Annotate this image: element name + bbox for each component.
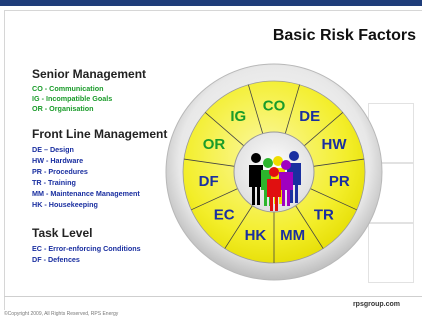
slide-title: Basic Risk Factors bbox=[272, 27, 416, 44]
side-panel bbox=[368, 223, 414, 283]
wheel-spokes bbox=[183, 84, 365, 263]
wheel-label-ig: IG bbox=[230, 108, 246, 125]
list-item: HW - Hardware bbox=[32, 156, 84, 165]
wheel-label-mm: MM bbox=[280, 227, 305, 244]
list-item: PR - Procedures bbox=[32, 167, 88, 176]
list-item: DE – Design bbox=[32, 145, 74, 154]
people-icon bbox=[249, 151, 301, 211]
wheel-spoke bbox=[303, 112, 344, 147]
wheel-label-de: DE bbox=[299, 108, 320, 125]
list-item: HK - Housekeeping bbox=[32, 200, 98, 209]
list-item: CO - Communication bbox=[32, 84, 104, 93]
list-item: TR - Training bbox=[32, 178, 76, 187]
wheel-label-tr: TR bbox=[314, 207, 334, 224]
frame-divider bbox=[4, 10, 422, 11]
wheel-spoke bbox=[183, 158, 235, 167]
list-item: IG - Incompatible Goals bbox=[32, 94, 113, 103]
wheel-spoke bbox=[204, 112, 245, 147]
wheel-label-hw: HW bbox=[322, 136, 348, 153]
wheel-spoke bbox=[310, 188, 357, 211]
wheel-label-or: OR bbox=[203, 136, 226, 153]
copyright-text: ©Copyright 2009, All Rights Reserved, RP… bbox=[4, 311, 119, 317]
wheel-spoke bbox=[191, 188, 238, 211]
top-bar bbox=[0, 0, 422, 6]
frame-divider bbox=[4, 10, 5, 310]
site-url: rpsgroup.com bbox=[352, 301, 400, 308]
wheel-spoke bbox=[284, 84, 301, 134]
wheel-spoke bbox=[224, 205, 253, 249]
section-heading-frontline: Front Line Management bbox=[32, 127, 168, 141]
wheel-spoke bbox=[313, 158, 365, 167]
list-item: OR - Organisation bbox=[32, 104, 94, 113]
wheel-label-co: CO bbox=[263, 98, 286, 115]
list-item: DF - Defences bbox=[32, 255, 80, 264]
list-item: MM - Maintenance Management bbox=[32, 189, 140, 198]
section-heading-task: Task Level bbox=[32, 226, 93, 240]
wheel-label-pr: PR bbox=[329, 173, 350, 190]
wheel-label-df: DF bbox=[199, 173, 219, 190]
wheel-label-hk: HK bbox=[245, 227, 267, 244]
footer-divider bbox=[4, 296, 422, 297]
wheel-label-ec: EC bbox=[214, 207, 235, 224]
wheel-spoke bbox=[247, 84, 264, 134]
list-item: EC - Error-enforcing Conditions bbox=[32, 244, 141, 253]
wheel-spoke bbox=[295, 205, 324, 249]
section-heading-senior: Senior Management bbox=[32, 67, 147, 81]
